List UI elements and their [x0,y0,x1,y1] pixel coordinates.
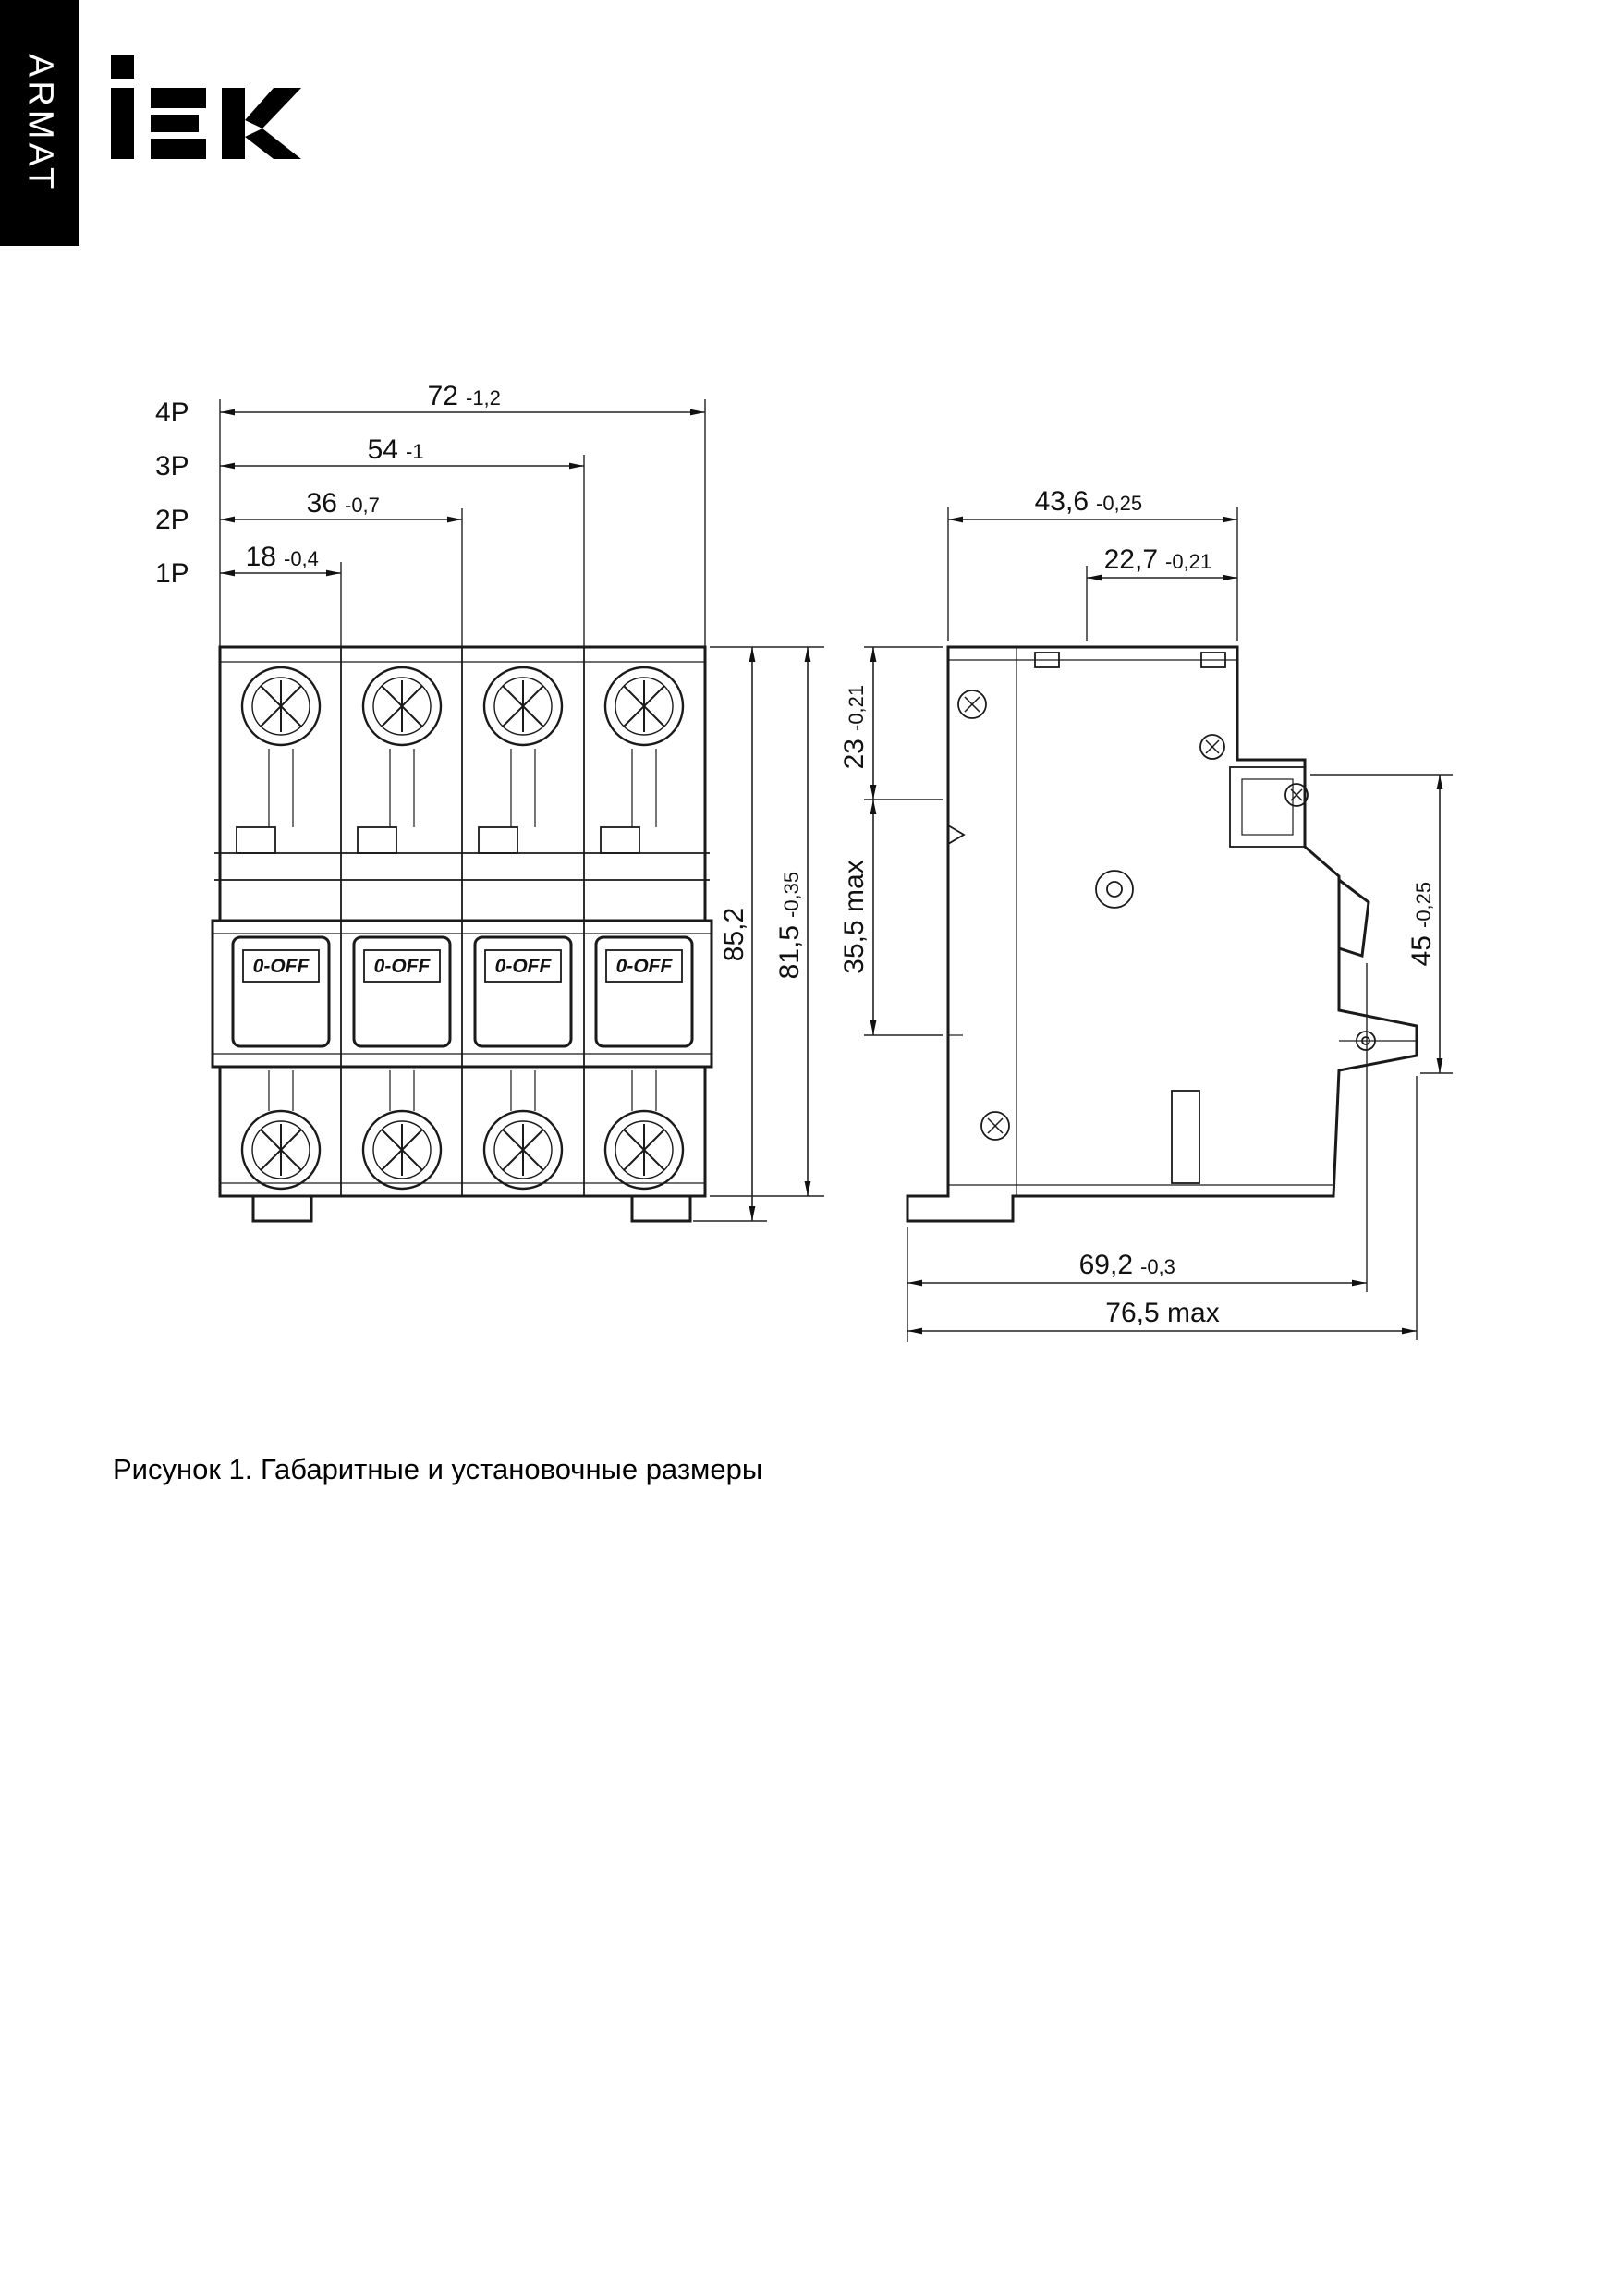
dim-1p-value: 18 [246,542,276,572]
pole-label-3p: 3P [155,451,189,482]
screw-icon [603,1109,685,1191]
brand-vertical-bar: ARMAT [0,0,79,246]
screw-icon [603,666,685,747]
dim-4p-tol: -1,2 [466,386,501,409]
front-view: 4P 3P 2P 1P 72 -1,2 54 -1 36 -0,7 18 -0,… [155,381,824,1223]
toggle-label: 0-OFF [253,956,310,977]
toggle-switch: 0-OFF [352,935,452,1048]
pole-label-4p: 4P [155,397,189,428]
dim-3p-tol: -1 [406,440,424,463]
bottom-terminal-screws [240,1109,685,1191]
screw-icon [361,1109,443,1191]
screw-icon [957,690,987,719]
logo-k-upper-arm [245,88,301,128]
logo-k-lower-arm [245,128,301,159]
dim-depth-max-value: 76,5 max [1105,1298,1219,1328]
dim-offset-top-value: 23 [839,739,870,769]
dim-width-top-inner-tol: -0,21 [1165,550,1211,573]
dim-width-top-tol: -0,25 [1096,492,1142,515]
pole-label-1p: 1P [155,558,189,589]
dim-height-body-tol: -0,35 [780,872,803,918]
logo-i-dot [111,55,134,79]
pole-label-2p: 2P [155,505,189,535]
side-view: 43,6 -0,25 22,7 -0,21 23 -0,21 35,5 max … [839,486,1453,1342]
side-right-extension-lines [1310,774,1453,1074]
dim-front-height-label: 45 -0,25 [1406,882,1437,967]
screw-icon [361,666,443,747]
dim-2p-tol: -0,7 [345,494,380,517]
toggle-switches: 0-OFF 0-OFF 0-OFF 0-OFF [231,935,694,1048]
side-profile [906,645,1418,1223]
front-extension-lines [219,399,706,647]
dim-3p-value: 54 [368,434,398,465]
toggle-label: 0-OFF [495,956,553,977]
toggle-switch: 0-OFF [594,935,694,1048]
screw-icon [482,1109,564,1191]
dim-depth-mount-value: 69,2 [1079,1250,1133,1280]
dim-height-total-value: 85,2 [719,908,749,961]
screw-icon [240,1109,322,1191]
band-dividers [340,921,585,1067]
rivet-icon [1095,870,1134,909]
side-toggle-lever [1337,877,1370,958]
top-terminal-screws [240,666,685,747]
dim-offset-mid-value: 35,5 max [839,860,870,973]
side-left-extension-lines [864,646,943,1036]
side-left-notch [947,824,966,846]
dim-1p-tol: -0,4 [284,547,319,570]
logo-e-bar-mid [151,115,199,132]
terminal-cage [1229,766,1306,848]
dim-4p-value: 72 [428,381,458,411]
logo-e-bar-top [151,88,206,108]
dim-front-height-tol: -0,25 [1412,882,1435,928]
logo-e-bar-bottom [151,139,206,159]
din-tab [251,1194,313,1223]
iek-logo-graphic [111,55,301,159]
screw-icon [980,1111,1010,1141]
top-face-detail [1034,652,1060,668]
toggle-switch: 0-OFF [473,935,573,1048]
screw-icon [1199,734,1225,760]
iek-logo: IEK [109,55,303,165]
din-tab [630,1194,692,1223]
toggle-switch: 0-OFF [231,935,331,1048]
dim-offset-top-label: 23 -0,21 [839,685,870,770]
toggle-label: 0-OFF [616,956,674,977]
screw-icon [1284,783,1309,807]
side-top-extension-lines [947,507,1238,641]
side-screws [957,690,1376,1141]
top-terminal-slots [268,749,657,827]
dim-width-top-value: 43,6 [1035,486,1089,517]
screw-icon [482,666,564,747]
shelf-band [214,852,710,881]
logo-k-stem [222,88,245,159]
bottom-terminal-slots [268,1070,657,1111]
dim-front-height-value: 45 [1406,935,1437,966]
dim-height-body-label: 81,5 -0,35 [774,872,805,980]
dim-offset-top-tol: -0,21 [845,685,868,731]
terminal-cage-inner [1241,778,1294,836]
logo-i-stem [111,88,134,159]
screw-icon [240,666,322,747]
dim-depth-mount-tol: -0,3 [1140,1255,1175,1278]
brand-vertical-label: ARMAT [20,53,60,193]
dim-width-top-inner-value: 22,7 [1104,544,1158,575]
dim-2p-value: 36 [307,488,337,519]
side-slot [1171,1090,1200,1184]
top-face-detail [1200,652,1226,668]
dim-height-body-value: 81,5 [774,925,805,979]
toggle-label: 0-OFF [374,956,432,977]
figure-caption: Рисунок 1. Габаритные и установочные раз… [113,1453,763,1485]
